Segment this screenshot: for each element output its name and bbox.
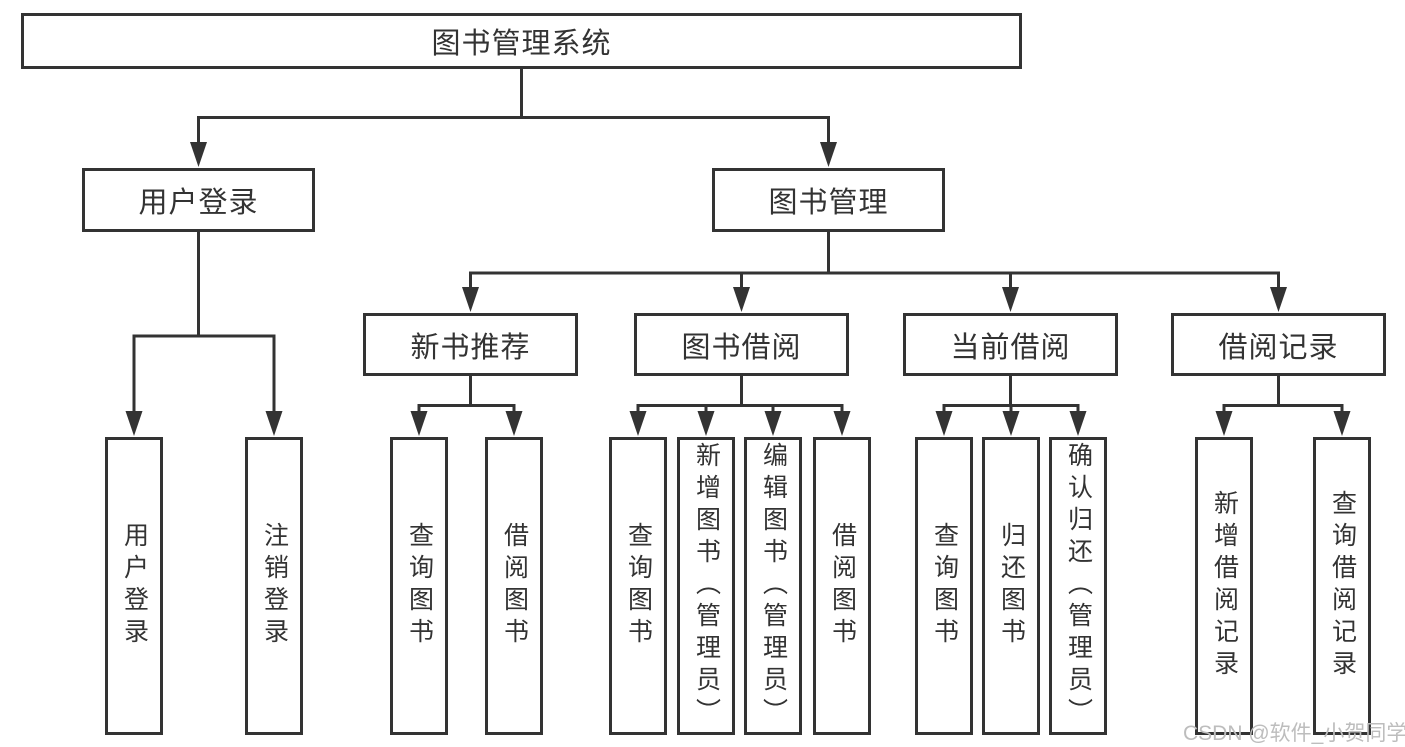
leaf-query-borrow-record-label: 查询借阅记录 [1328,490,1357,682]
leaf-edit-books-admin-label: 编辑图书（管理员） [759,442,788,730]
leaf-query-books-2: 查询图书 [609,437,667,735]
leaf-borrow-books-1: 借阅图书 [485,437,543,735]
connector-strokes [132,69,1344,413]
leaf-user-login: 用户登录 [105,437,163,735]
node-current-borrow: 当前借阅 [903,313,1118,376]
node-book-borrow-label: 图书借阅 [681,331,802,364]
node-current-borrow-label: 当前借阅 [950,331,1071,364]
leaf-borrow-books-2: 借阅图书 [813,437,871,735]
leaf-add-borrow-record-label: 新增借阅记录 [1210,490,1239,682]
leaf-query-books-1-label: 查询图书 [405,522,434,650]
leaf-return-books-label: 归还图书 [997,522,1026,650]
leaf-confirm-return-admin-label: 确认归还（管理员） [1064,442,1093,730]
node-book-management: 图书管理 [712,168,945,232]
leaf-add-borrow-record: 新增借阅记录 [1195,437,1253,735]
leaf-borrow-books-2-label: 借阅图书 [828,522,857,650]
leaf-add-books-admin-label: 新增图书（管理员） [692,442,721,730]
node-new-book-recommend: 新书推荐 [363,313,578,376]
node-new-book-recommend-label: 新书推荐 [410,331,531,364]
node-borrow-records: 借阅记录 [1171,313,1386,376]
leaf-query-borrow-record: 查询借阅记录 [1313,437,1371,735]
node-user-login-label: 用户登录 [138,187,259,219]
leaf-add-books-admin: 新增图书（管理员） [677,437,735,735]
leaf-query-books-1: 查询图书 [390,437,448,735]
leaf-confirm-return-admin: 确认归还（管理员） [1049,437,1107,735]
node-book-management-label: 图书管理 [768,187,889,219]
arrowheads [125,142,1351,436]
leaf-query-books-3-label: 查询图书 [930,522,959,650]
leaf-user-login-label: 用户登录 [120,522,149,650]
leaf-query-books-3: 查询图书 [915,437,973,735]
node-root-system: 图书管理系统 [21,13,1022,69]
leaf-edit-books-admin: 编辑图书（管理员） [744,437,802,735]
leaf-logout-label: 注销登录 [260,522,289,650]
node-user-login: 用户登录 [82,168,315,232]
node-root-label: 图书管理系统 [431,28,612,60]
leaf-query-books-2-label: 查询图书 [624,522,653,650]
node-borrow-records-label: 借阅记录 [1218,331,1339,364]
leaf-logout: 注销登录 [245,437,303,735]
csdn-watermark: CSDN @软件_小贺同学 [1183,722,1405,745]
node-book-borrow: 图书借阅 [634,313,849,376]
leaf-return-books: 归还图书 [982,437,1040,735]
leaf-borrow-books-1-label: 借阅图书 [500,522,529,650]
